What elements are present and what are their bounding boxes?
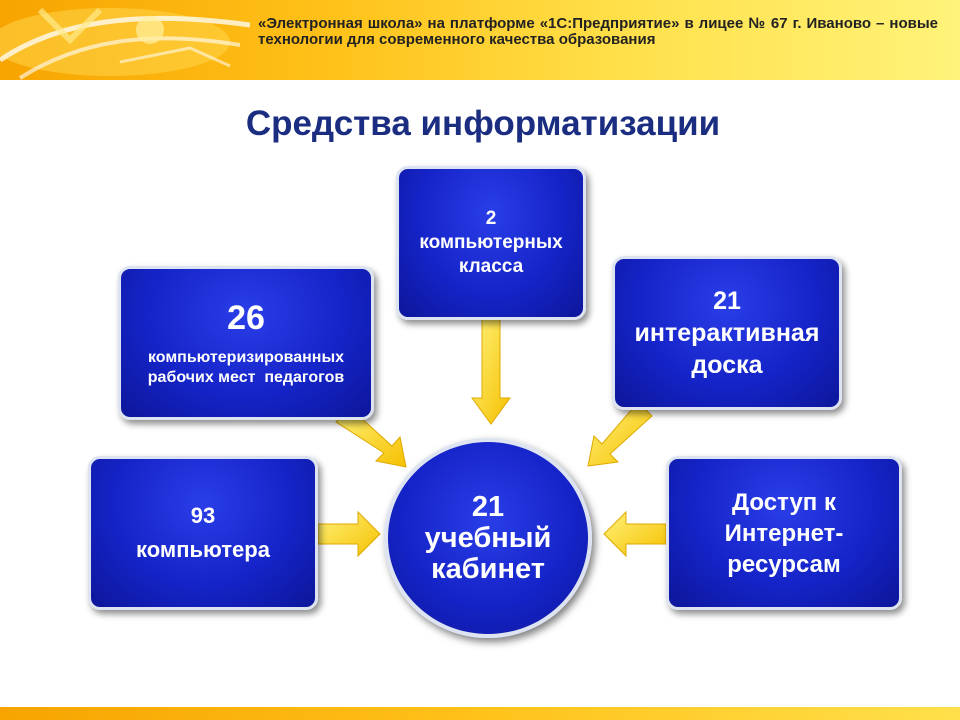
center-count: 21 (471, 490, 505, 523)
node-computer-classes-count: 2 (485, 208, 497, 229)
arrow-internet (603, 510, 667, 558)
node-computers-count: 93 (190, 503, 216, 528)
node-teacher-workplaces-label: компьютеризированных (147, 349, 345, 366)
node-interactive-boards-label: интерактивная (634, 319, 820, 347)
page-title: Средства информатизации (245, 104, 721, 143)
node-interactive-boards: 21 интерактивная доска (612, 256, 842, 410)
arrow-classes (471, 317, 511, 425)
logo-graphic (0, 7, 250, 80)
node-computer-classes-label-2: класса (458, 256, 524, 277)
center-classrooms-node: 21 учебный кабинет (384, 438, 592, 638)
node-computer-classes: 2 компьютерных класса (396, 166, 586, 320)
footer-bar (0, 707, 960, 720)
node-interactive-boards-count: 21 (713, 287, 741, 315)
node-teacher-workplaces-count: 26 (227, 299, 265, 337)
node-teacher-workplaces: 26 компьютеризированных рабочих мест пед… (118, 266, 374, 420)
node-computer-classes-label: компьютерных (419, 232, 563, 253)
node-teacher-workplaces-label-2: рабочих мест педагогов (147, 369, 345, 386)
node-computers: 93 компьютера (88, 456, 318, 610)
center-label-2: кабинет (431, 552, 545, 585)
center-label: учебный (424, 521, 552, 554)
node-internet-access-line-3: ресурсам (727, 550, 841, 578)
node-internet-access: Доступ к Интернет- ресурсам (666, 456, 902, 610)
header-bar: «Электронная школа» на платформе «1С:Пре… (0, 0, 960, 80)
arrow-computers (317, 510, 381, 558)
node-internet-access-line-1: Доступ к (732, 488, 836, 516)
node-interactive-boards-label-2: доска (691, 351, 763, 379)
header-text: «Электронная школа» на платформе «1С:Пре… (258, 15, 938, 48)
arrow-boards (587, 401, 653, 467)
node-computers-label: компьютера (136, 537, 270, 562)
node-internet-access-line-2: Интернет- (724, 519, 844, 547)
